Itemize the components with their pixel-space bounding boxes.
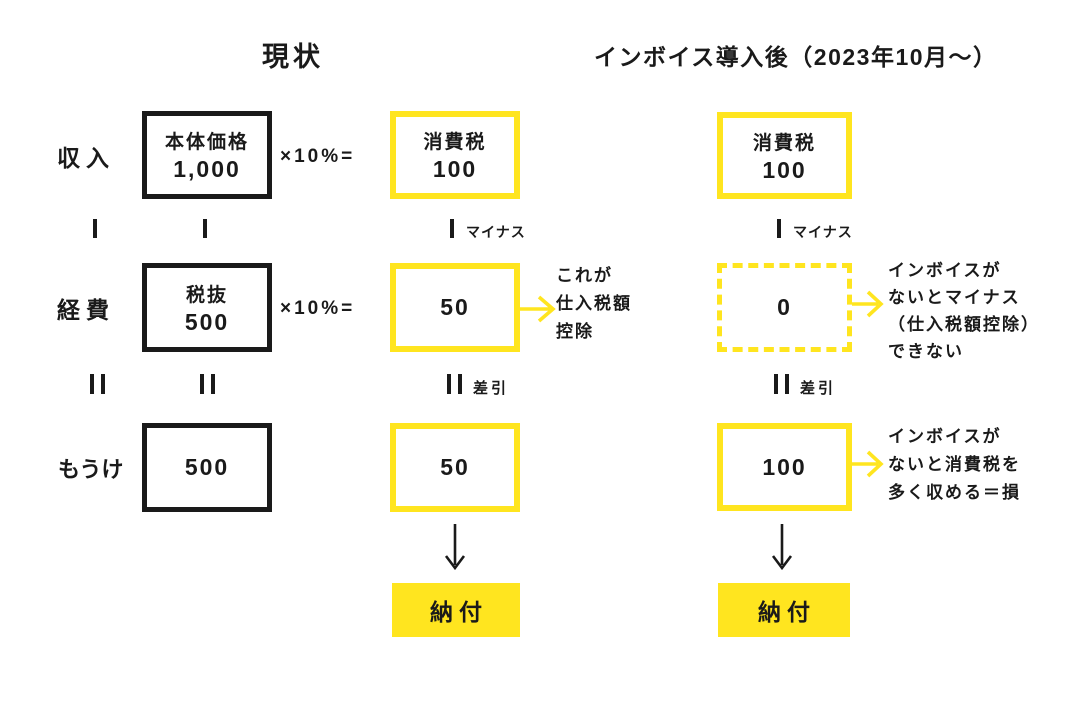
expense-tax-value-invoice: 0	[777, 294, 792, 320]
right-arrow-icon	[852, 450, 884, 478]
deduction-note-line: 控除	[556, 322, 594, 341]
income-base-box: 本体価格 1,000	[142, 111, 272, 199]
payment-label-current: 納付	[430, 599, 488, 625]
down-arrow-icon	[444, 524, 466, 571]
no-invoice-deduction-line: できない	[888, 342, 964, 361]
deduction-note: これが 仕入税額 控除	[556, 262, 632, 346]
row-label-income: 収入	[57, 145, 115, 171]
expense-base-value: 500	[184, 308, 230, 335]
expense-base-title: 税抜	[185, 284, 228, 306]
income-tax-title-current: 消費税	[423, 132, 487, 153]
pay-more-loss-line: 多く収める＝損	[888, 483, 1021, 502]
income-base-title: 本体価格	[164, 132, 249, 153]
row-label-expense: 経費	[57, 297, 115, 323]
minus-connector	[777, 219, 781, 238]
no-invoice-deduction-line: ないとマイナス	[888, 288, 1021, 307]
income-tax-box-invoice: 消費税 100	[717, 112, 852, 199]
deduction-note-line: 仕入税額	[556, 294, 632, 313]
profit-base-box: 500	[142, 423, 272, 512]
expense-tax-box-current: 50	[390, 263, 520, 352]
equals-connector	[447, 374, 462, 394]
right-arrow-icon	[852, 290, 884, 318]
income-base-value: 1,000	[173, 156, 241, 182]
multiply-operator-income: ×10%=	[280, 146, 356, 167]
header-current: 現状	[262, 42, 324, 72]
pay-more-loss-line: ないと消費税を	[888, 455, 1021, 474]
down-arrow-icon	[771, 524, 793, 571]
income-tax-box-current: 消費税 100	[390, 111, 520, 199]
expense-tax-value-current: 50	[440, 294, 470, 320]
minus-label-invoice: マイナス	[793, 224, 853, 240]
minus-connector	[450, 219, 454, 238]
profit-tax-box-current: 50	[390, 423, 520, 512]
no-invoice-deduction-line: （仕入税額控除）	[888, 315, 1040, 334]
equals-connector	[200, 374, 215, 394]
row-label-profit: もうけ	[58, 457, 124, 482]
equals-connector	[90, 374, 105, 394]
payment-box-current: 納付	[392, 583, 520, 637]
subtract-label-invoice: 差引	[800, 380, 837, 397]
pay-more-loss-note: インボイスが ないと消費税を 多く収める＝損	[888, 423, 1021, 507]
income-tax-title-invoice: 消費税	[752, 132, 816, 154]
right-arrow-icon	[520, 295, 556, 323]
income-tax-value-current: 100	[432, 156, 478, 182]
no-invoice-deduction-line: インボイスが	[888, 261, 1002, 280]
minus-label-current: マイナス	[466, 224, 526, 240]
equals-connector	[774, 374, 789, 394]
minus-connector	[203, 219, 207, 238]
payment-box-invoice: 納付	[718, 583, 850, 637]
no-invoice-deduction-note: インボイスが ないとマイナス （仕入税額控除） できない	[888, 257, 1040, 365]
minus-connector	[93, 219, 97, 238]
profit-tax-value-current: 50	[440, 454, 470, 480]
subtract-label-current: 差引	[473, 380, 510, 397]
multiply-operator-expense: ×10%=	[280, 298, 356, 319]
expense-tax-box-invoice: 0	[717, 263, 852, 352]
header-after-invoice: インボイス導入後（2023年10月〜）	[594, 44, 998, 70]
profit-tax-box-invoice: 100	[717, 423, 852, 511]
income-tax-value-invoice: 100	[762, 156, 807, 183]
profit-base-value: 500	[184, 454, 230, 480]
payment-label-invoice: 納付	[758, 599, 816, 625]
expense-base-box: 税抜 500	[142, 263, 272, 352]
deduction-note-line: これが	[556, 266, 613, 285]
profit-tax-value-invoice: 100	[762, 453, 807, 480]
pay-more-loss-line: インボイスが	[888, 427, 1002, 446]
